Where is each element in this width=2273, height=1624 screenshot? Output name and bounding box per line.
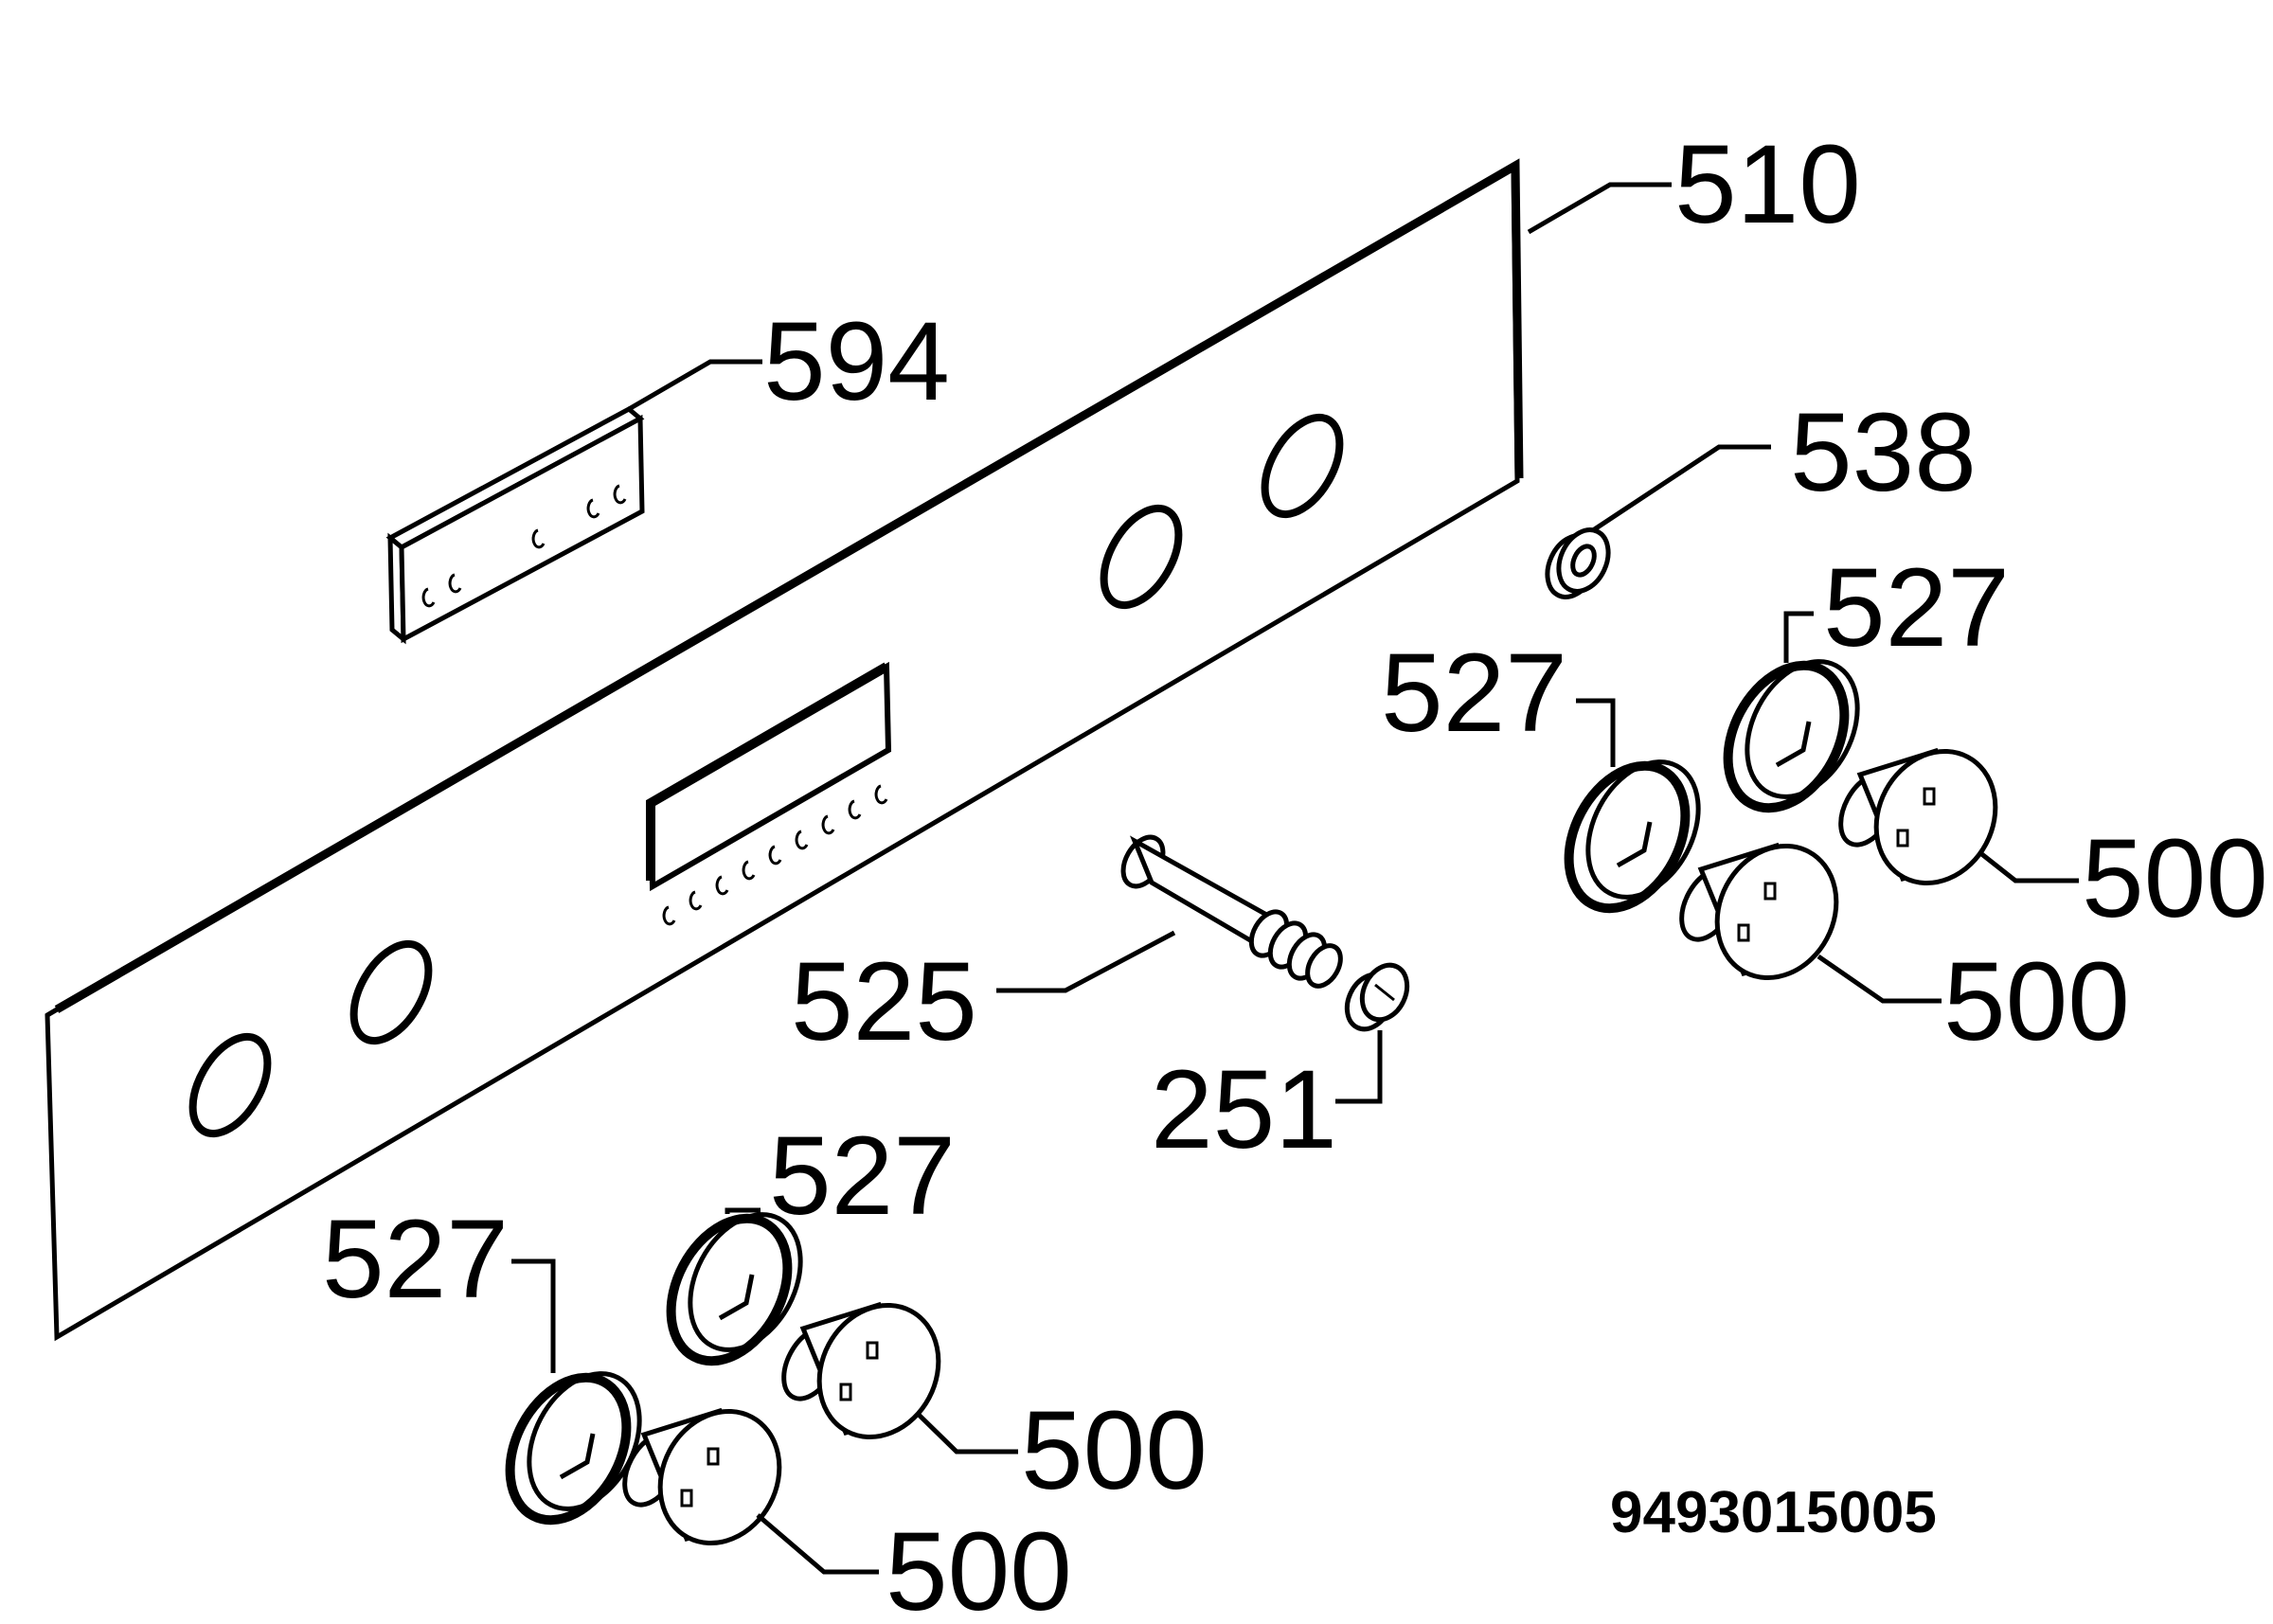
panel-buttons (662, 784, 888, 926)
knob-500-a (622, 1407, 782, 1546)
diagram-code: 9493015005 (1610, 1480, 1937, 1545)
nut-538 (1545, 527, 1611, 599)
label-527-right-upper: 527 (1823, 545, 2010, 670)
label-538: 538 (1790, 390, 1977, 515)
button-strip-594 (385, 405, 645, 645)
knob-ring-527-d (1723, 659, 1860, 813)
label-500-left-lower: 500 (886, 1509, 1072, 1624)
control-panel-510 (45, 158, 1524, 1342)
label-527-right-lower: 527 (1381, 631, 1567, 756)
knob-ring-527-a (505, 1371, 642, 1526)
label-527-left-upper: 527 (769, 1114, 956, 1239)
label-500-left-upper: 500 (1021, 1388, 1208, 1513)
screw-251 (1344, 962, 1410, 1032)
label-500-right-upper: 500 (2082, 816, 2268, 941)
label-594: 594 (763, 299, 950, 424)
label-510: 510 (1674, 122, 1861, 247)
knob-500-b (781, 1301, 941, 1440)
leader-lines (511, 182, 2079, 1575)
label-500-right-lower: 500 (1943, 939, 2130, 1064)
label-251: 251 (1151, 1047, 1337, 1172)
label-525: 525 (791, 939, 977, 1064)
label-527-left-lower: 527 (322, 1197, 509, 1322)
knob-500-c (1679, 842, 1839, 981)
knob-500-d (1838, 747, 1998, 886)
knob-ring-527-c (1564, 759, 1701, 914)
knob-ring-527-b (666, 1212, 803, 1366)
shaft-525 (1120, 834, 1343, 989)
part-labels: 510 594 538 527 527 500 500 525 251 527 … (322, 122, 2268, 1624)
